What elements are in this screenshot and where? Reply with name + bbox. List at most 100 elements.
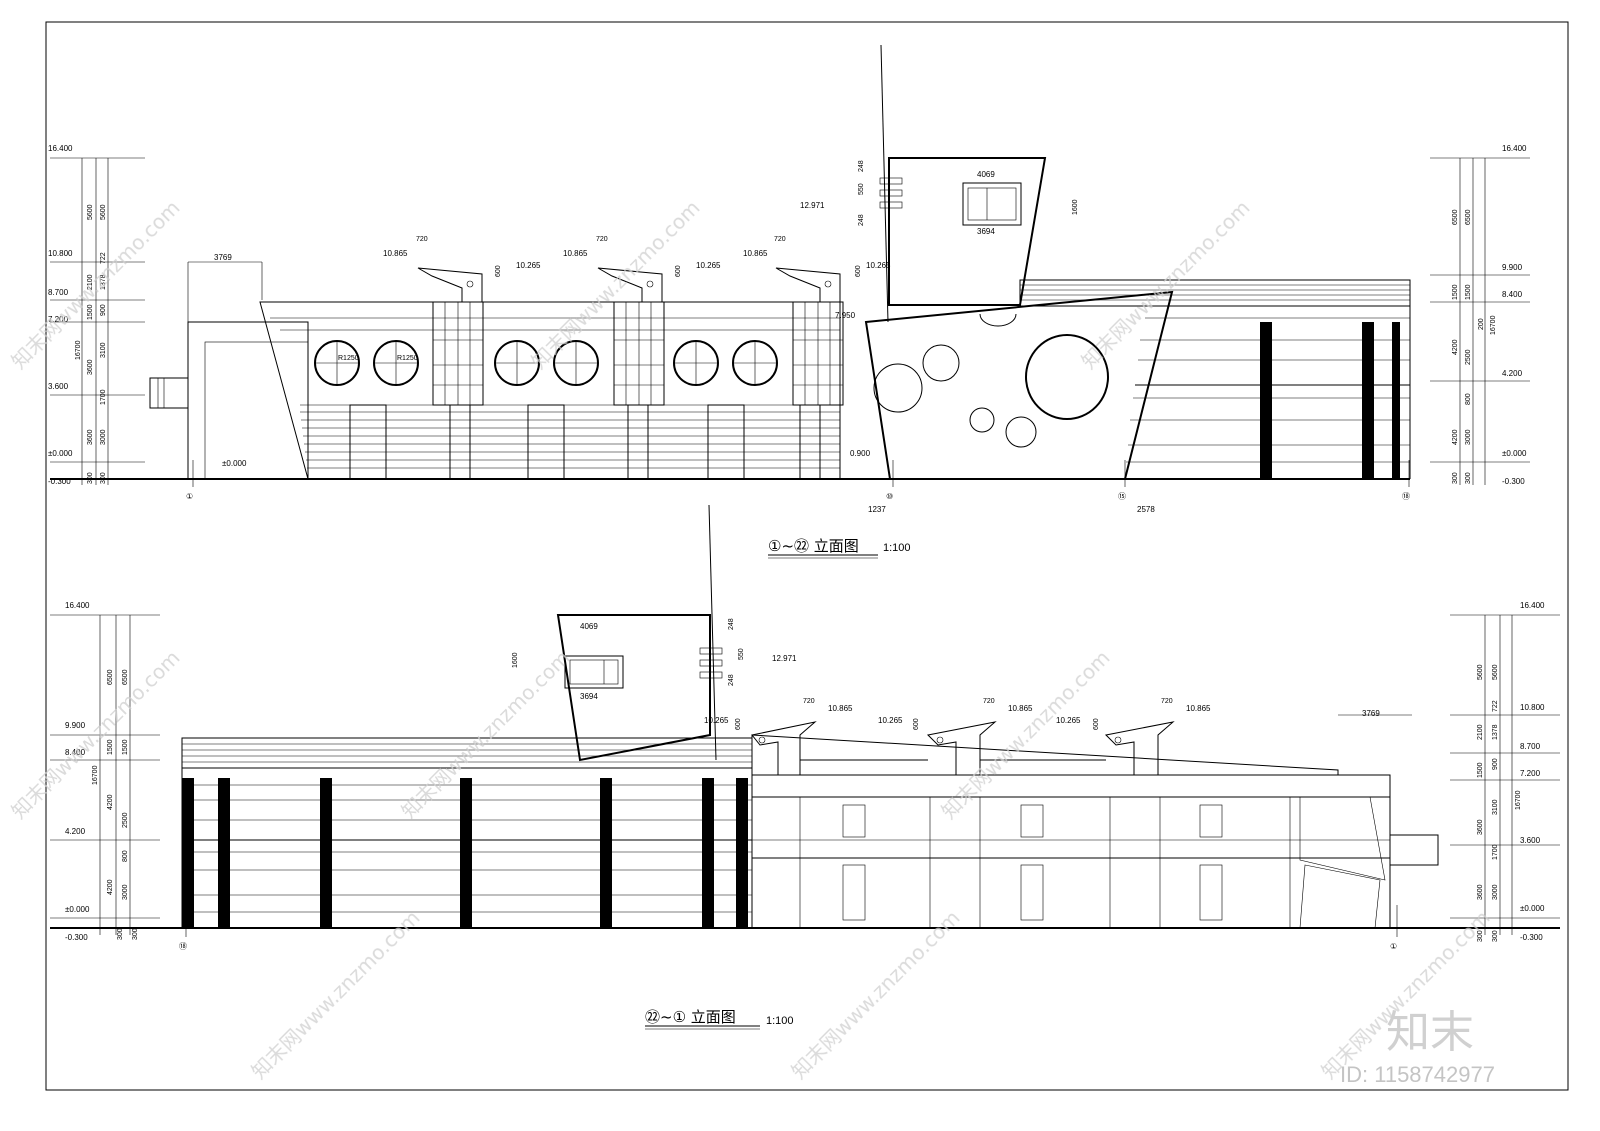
- dim-label: 1500: [122, 739, 129, 755]
- dim-label: 4200: [107, 879, 114, 895]
- mast-pole: [880, 44, 889, 323]
- dim-annotation: 720: [416, 236, 428, 243]
- level-label: ±0.000: [1520, 904, 1545, 913]
- level-annotation: 10.865: [1008, 704, 1033, 713]
- level-label: 10.800: [1520, 703, 1545, 712]
- level-label: 7.200: [48, 315, 69, 324]
- axis-label: ⑱: [1402, 492, 1410, 501]
- dim-annotation: 720: [983, 698, 995, 705]
- level-annotation: 12.971: [800, 201, 825, 210]
- axis-markers-top: [192, 460, 1410, 487]
- dim-label: 6500: [107, 669, 114, 685]
- level-annotation: 10.265: [696, 261, 721, 270]
- level-annotation: 10.265: [878, 716, 903, 725]
- dim-label: 300: [100, 472, 107, 484]
- level-label: ±0.000: [65, 905, 90, 914]
- dim-label: 300: [1452, 472, 1459, 484]
- level-label: 3.600: [48, 382, 69, 391]
- hull-circles: [873, 313, 1109, 448]
- dim-label: 3600: [87, 359, 94, 375]
- dim-label: 1500: [1452, 284, 1459, 300]
- dim-total: 16700: [1490, 315, 1497, 335]
- mast-pole-bottom: [708, 504, 717, 761]
- dim-label: 2100: [87, 274, 94, 290]
- dim-annotation: 600: [1093, 718, 1100, 730]
- axis-label: ⑩: [886, 492, 893, 501]
- dim-total: 16700: [75, 340, 82, 360]
- level-annotation: 10.865: [563, 249, 588, 258]
- dim-label: 3600: [1477, 819, 1484, 835]
- level-label: ±0.000: [48, 449, 73, 458]
- dim-label: 1700: [100, 389, 107, 405]
- dim-label: 6500: [1452, 209, 1459, 225]
- tower-block: [888, 157, 1047, 306]
- watermark-text: 知末网www.znzmo.com: [7, 646, 185, 824]
- dim-label: 800: [1465, 393, 1472, 405]
- level-annotation: ±0.000: [222, 459, 247, 468]
- dim-annotation: 720: [1161, 698, 1173, 705]
- right-dimension-chain-top: [1430, 157, 1530, 485]
- dim-label: 1378: [1492, 724, 1499, 740]
- elevation-bottom: 16.400 9.900 8.400 4.200 ±0.000 -0.300 6…: [50, 504, 1560, 1030]
- level-label: -0.300: [48, 477, 71, 486]
- dim-label: 4200: [1452, 339, 1459, 355]
- dim-annotation: 248: [728, 618, 735, 630]
- level-label: -0.300: [1502, 477, 1525, 486]
- level-label: 9.900: [1502, 263, 1523, 272]
- drawing-title-bottom: ㉒~① 立面图: [645, 1008, 736, 1026]
- dim-label: 800: [122, 850, 129, 862]
- dim-annotation: 3694: [580, 692, 598, 701]
- dim-label: 1500: [87, 304, 94, 320]
- level-label: 16.400: [65, 601, 90, 610]
- dim-label: 5600: [1477, 664, 1484, 680]
- level-annotation: 10.265: [866, 261, 891, 270]
- watermark-text: 知末网www.znzmo.com: [7, 196, 185, 374]
- dim-annotation: 1600: [1072, 199, 1079, 215]
- dim-label: 2500: [1465, 349, 1472, 365]
- drawing-frame: [45, 21, 1569, 1091]
- dim-annotation: 3769: [214, 253, 232, 262]
- level-annotation: 10.265: [516, 261, 541, 270]
- dim-label: 300: [1477, 930, 1484, 942]
- dim-total: 16700: [1515, 790, 1522, 810]
- level-label: -0.300: [1520, 933, 1543, 942]
- dim-label: 722: [1492, 700, 1499, 712]
- dim-label: 1500: [107, 739, 114, 755]
- level-label: 16.400: [1502, 144, 1527, 153]
- brand-watermark: 知末: [1386, 1007, 1474, 1058]
- dim-annotation: 248: [858, 214, 865, 226]
- axis-label: ①: [186, 492, 193, 501]
- dim-label: 900: [100, 304, 107, 316]
- left-wing-body: [187, 321, 309, 480]
- tower-block-bottom: [556, 614, 711, 762]
- dim-label: 3000: [122, 884, 129, 900]
- dim-label: 3600: [87, 429, 94, 445]
- level-16400-left: 16.400: [48, 144, 73, 153]
- watermark-text: 知末网www.znzmo.com: [1077, 196, 1255, 374]
- dim-annotation: 1237: [868, 505, 886, 514]
- level-label: -0.300: [65, 933, 88, 942]
- dim-label: 6500: [122, 669, 129, 685]
- dim-annotation: 600: [735, 718, 742, 730]
- level-label: 8.400: [65, 748, 86, 757]
- level-annotation: 10.265: [1056, 716, 1081, 725]
- radius-annotation: R1250: [338, 355, 359, 362]
- dim-annotation: 1600: [512, 652, 519, 668]
- dim-annotation: 600: [855, 265, 862, 277]
- dim-label: 2500: [122, 812, 129, 828]
- level-annotation: 12.971: [772, 654, 797, 663]
- dim-annotation: 550: [858, 183, 865, 195]
- level-label: 16.400: [1520, 601, 1545, 610]
- dim-label: 3100: [100, 342, 107, 358]
- dim-annotation: 248: [858, 160, 865, 172]
- dim-label: 300: [132, 928, 139, 940]
- level-label: 10.800: [48, 249, 73, 258]
- level-annotation: 10.865: [743, 249, 768, 258]
- level-label: 8.400: [1502, 290, 1523, 299]
- hull-louvers: [300, 411, 840, 469]
- canopy-stub: [149, 377, 189, 409]
- dim-label: 3100: [1492, 799, 1499, 815]
- dim-label: 300: [117, 928, 124, 940]
- level-label: 3.600: [1520, 836, 1541, 845]
